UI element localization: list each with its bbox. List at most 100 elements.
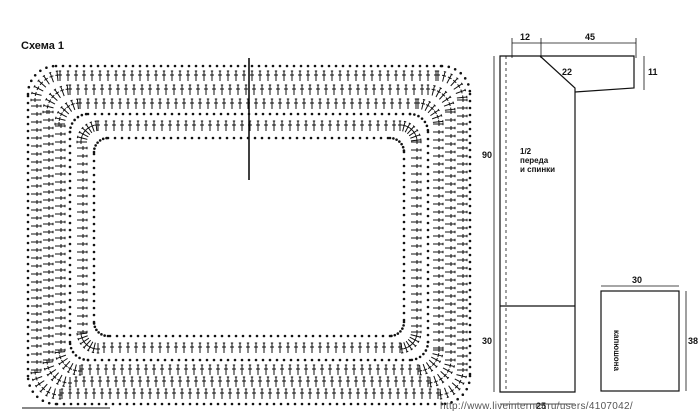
- chain-stitch-dot: [215, 64, 219, 68]
- double-crochet-stitch: [457, 250, 468, 254]
- double-crochet-stitch: [404, 122, 412, 133]
- double-crochet-stitch: [310, 98, 314, 109]
- chain-stitch-dot: [185, 334, 189, 338]
- double-crochet-stitch: [314, 376, 318, 387]
- chain-stitch-dot: [286, 402, 290, 406]
- chain-stitch-dot: [76, 115, 80, 119]
- double-crochet-stitch: [433, 218, 444, 222]
- chain-stitch-dot: [337, 136, 341, 140]
- double-crochet-stitch: [388, 84, 392, 95]
- double-crochet-stitch: [439, 90, 448, 100]
- chain-stitch-dot: [26, 227, 30, 231]
- chain-stitch-dot: [26, 325, 30, 329]
- double-crochet-stitch: [444, 387, 450, 399]
- chain-stitch-dot: [274, 136, 278, 140]
- chain-stitch-dot: [468, 127, 472, 131]
- chain-stitch-dot: [309, 136, 313, 140]
- chain-stitch-dot: [426, 340, 430, 344]
- double-crochet-stitch: [330, 376, 334, 387]
- double-crochet-stitch: [404, 84, 408, 95]
- double-crochet-stitch: [445, 174, 456, 178]
- chain-stitch-dot: [257, 64, 261, 68]
- chain-stitch-dot: [387, 112, 391, 116]
- double-crochet-stitch: [238, 98, 242, 109]
- chain-stitch-dot: [156, 112, 160, 116]
- double-crochet-stitch: [152, 364, 156, 375]
- double-crochet-stitch: [77, 306, 88, 310]
- dim-hood-height: 38: [688, 336, 699, 346]
- double-crochet-stitch: [206, 98, 210, 109]
- chain-stitch-dot: [26, 241, 30, 245]
- chain-stitch-dot: [426, 333, 430, 337]
- chain-stitch-dot: [187, 64, 191, 68]
- chain-stitch-dot: [26, 101, 30, 105]
- chain-stitch-dot: [26, 164, 30, 168]
- chain-stitch-dot: [229, 64, 233, 68]
- double-crochet-stitch: [46, 369, 57, 377]
- chain-stitch-dot: [68, 249, 72, 253]
- double-crochet-stitch: [31, 376, 43, 382]
- double-crochet-stitch: [358, 98, 362, 109]
- chain-stitch-dot: [402, 255, 406, 259]
- double-crochet-stitch: [77, 226, 88, 230]
- double-crochet-stitch: [457, 338, 468, 342]
- double-crochet-stitch: [43, 158, 54, 162]
- double-crochet-stitch: [194, 70, 198, 81]
- double-crochet-stitch: [342, 98, 346, 109]
- double-crochet-stitch: [77, 290, 88, 294]
- double-crochet-stitch: [224, 364, 228, 375]
- double-crochet-stitch: [242, 70, 246, 81]
- double-crochet-stitch: [431, 114, 443, 120]
- double-crochet-stitch: [90, 70, 94, 81]
- chain-stitch-dot: [82, 64, 86, 68]
- double-crochet-stitch: [280, 364, 284, 375]
- double-crochet-stitch: [39, 383, 48, 393]
- chain-stitch-dot: [68, 228, 72, 232]
- double-crochet-stitch: [31, 248, 42, 252]
- chain-stitch-dot: [426, 214, 430, 218]
- double-crochet-stitch: [98, 376, 102, 387]
- double-crochet-stitch: [68, 388, 72, 399]
- chain-stitch-dot: [26, 136, 30, 140]
- double-crochet-stitch: [320, 120, 324, 131]
- chain-stitch-dot: [426, 207, 430, 211]
- chain-stitch-dot: [68, 214, 72, 218]
- chain-stitch-dot: [92, 150, 96, 154]
- dim-body-height: 90: [482, 150, 493, 160]
- double-crochet-stitch: [82, 376, 86, 387]
- chain-stitch-dot: [401, 145, 405, 149]
- chain-stitch-dot: [468, 344, 472, 348]
- chain-stitch-dot: [92, 278, 96, 282]
- double-crochet-stitch: [418, 70, 422, 81]
- double-crochet-stitch: [242, 376, 246, 387]
- chain-stitch-dot: [162, 136, 166, 140]
- double-crochet-stitch: [374, 98, 378, 109]
- double-crochet-stitch: [356, 84, 360, 95]
- double-crochet-stitch: [433, 122, 444, 126]
- chain-stitch-dot: [356, 402, 360, 406]
- double-crochet-stitch: [168, 364, 172, 375]
- double-crochet-stitch: [411, 300, 422, 304]
- double-crochet-stitch: [411, 316, 422, 320]
- chain-stitch-dot: [212, 358, 216, 362]
- double-crochet-stitch: [64, 102, 73, 112]
- double-crochet-stitch: [204, 84, 208, 95]
- double-crochet-stitch: [262, 342, 266, 353]
- chain-stitch-dot: [253, 136, 257, 140]
- chain-stitch-dot: [331, 358, 335, 362]
- chain-stitch-dot: [100, 333, 103, 336]
- chain-stitch-dot: [84, 112, 88, 116]
- double-crochet-stitch: [120, 364, 124, 375]
- chain-stitch-dot: [402, 269, 406, 273]
- double-crochet-stitch: [31, 328, 42, 332]
- chain-stitch-dot: [269, 334, 273, 338]
- double-crochet-stitch: [42, 360, 54, 365]
- double-crochet-stitch: [364, 388, 368, 399]
- double-crochet-stitch: [43, 182, 54, 186]
- double-crochet-stitch: [170, 70, 174, 81]
- double-crochet-stitch: [45, 98, 56, 105]
- chain-stitch-dot: [92, 264, 96, 268]
- chain-stitch-dot: [468, 316, 472, 320]
- double-crochet-stitch: [34, 380, 45, 388]
- double-crochet-stitch: [238, 342, 242, 353]
